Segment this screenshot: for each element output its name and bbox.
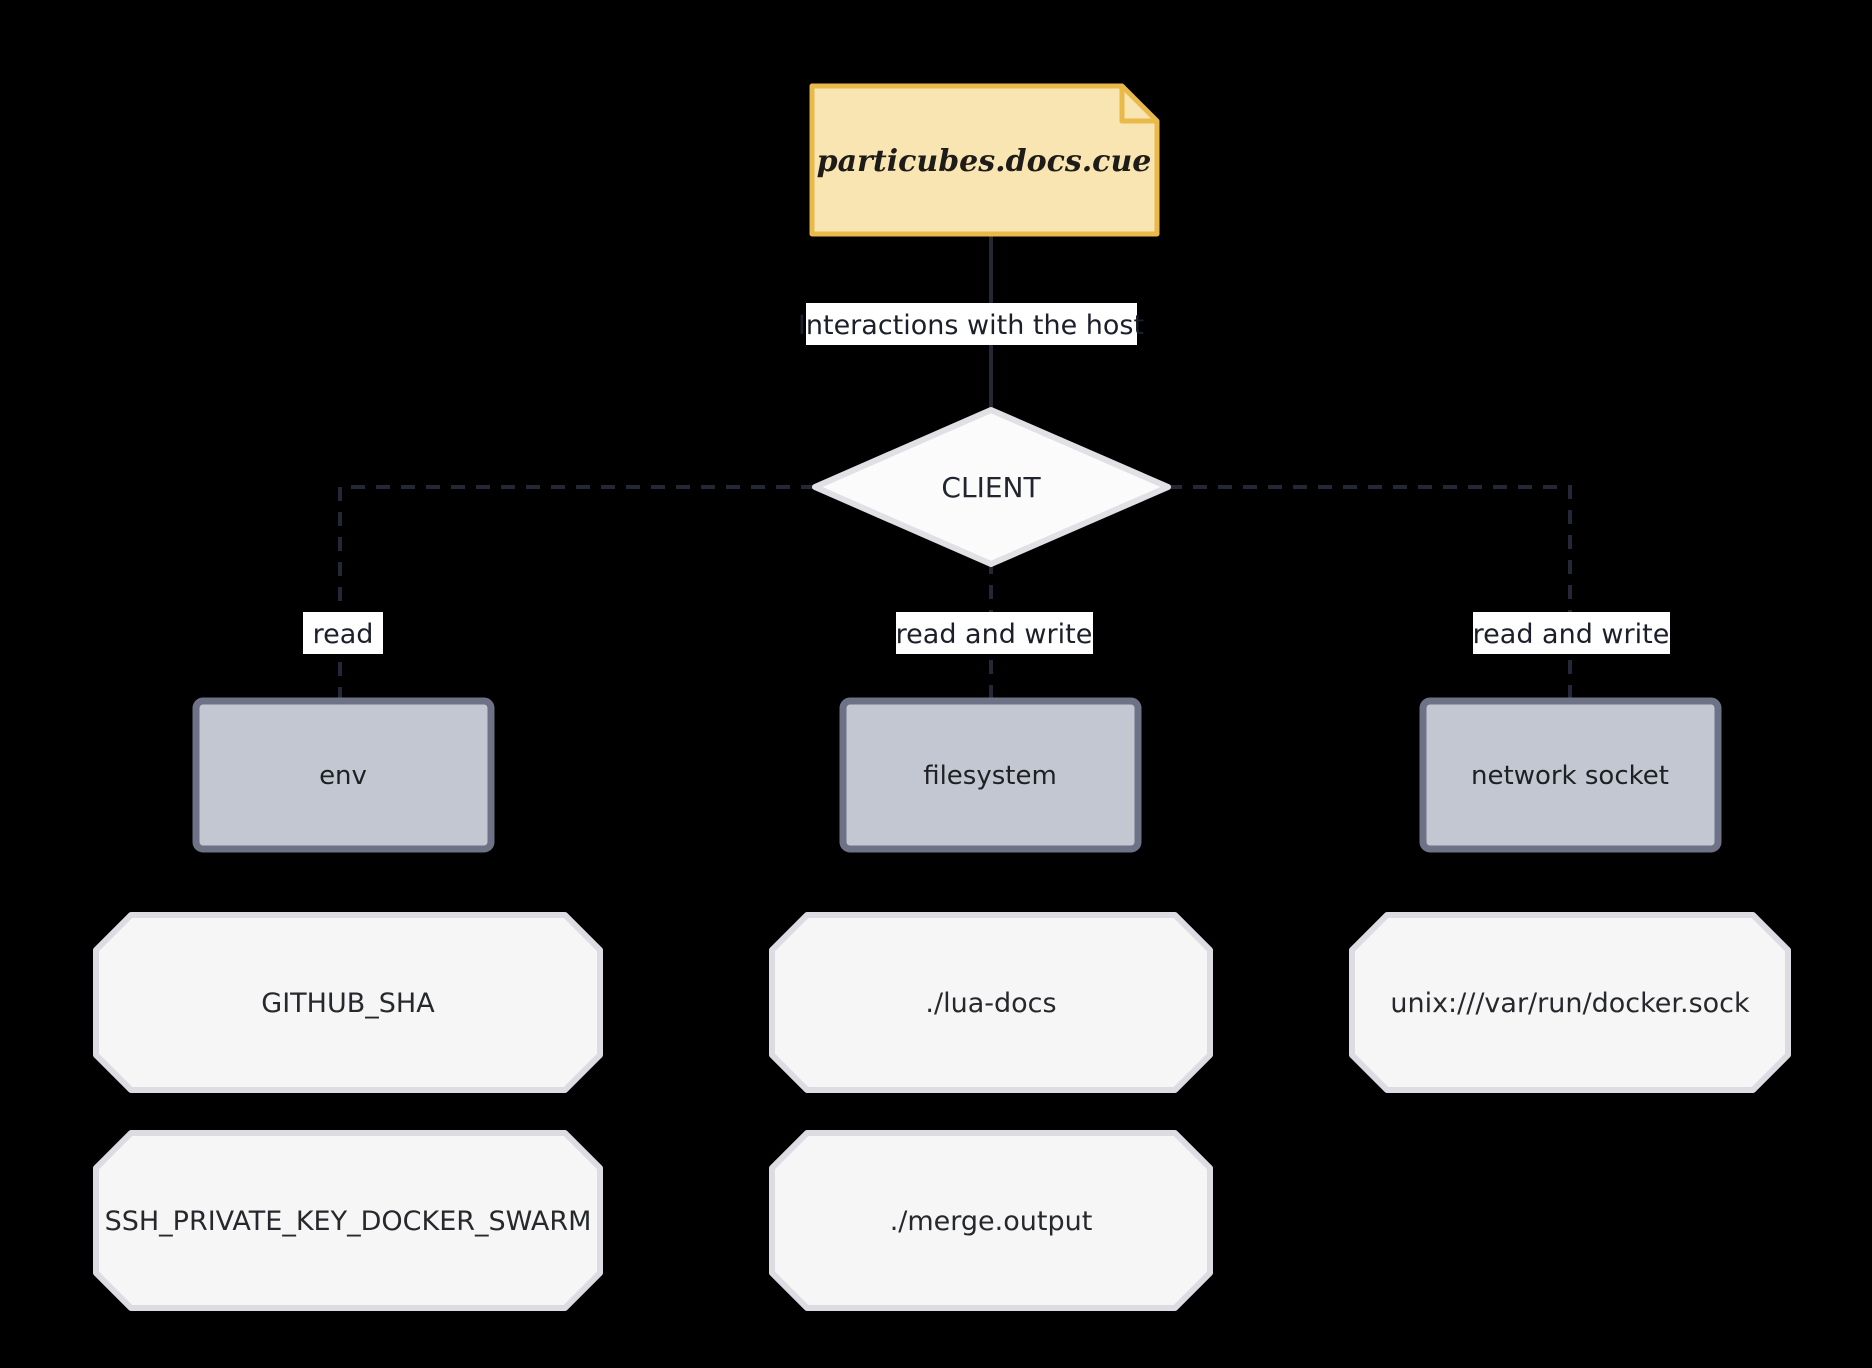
lua-docs-octagon-shape (769, 912, 1213, 1093)
env-label: env (319, 761, 367, 791)
merge-output-octagon-shape (769, 1130, 1213, 1311)
env-box-shape (192, 697, 495, 853)
node-resource-network-socket[interactable]: network socket (1419, 697, 1722, 853)
note-fold-icon (1119, 86, 1157, 124)
node-value-github-sha[interactable]: GITHUB_SHA (93, 912, 603, 1093)
network-socket-label: network socket (1471, 761, 1669, 791)
ssh-private-key-octagon-shape (93, 1130, 603, 1311)
edge-label-bg (806, 303, 1137, 345)
merge-output-label: ./merge.output (890, 1206, 1093, 1237)
edge-label-bg (896, 612, 1093, 654)
ssh-private-key-label: SSH_PRIVATE_KEY_DOCKER_SWARM (105, 1206, 592, 1237)
github-sha-octagon-shape (93, 912, 603, 1093)
edge-label-read-and-write-filesystem: read and write (896, 612, 1093, 654)
edge-label-text: read and write (1473, 619, 1670, 650)
node-value-merge-output[interactable]: ./merge.output (769, 1130, 1213, 1311)
node-resource-filesystem[interactable]: filesystem (839, 697, 1142, 853)
filesystem-label: filesystem (923, 761, 1057, 791)
note-particubes-docs-cue[interactable]: particubes.docs.cue (809, 83, 1160, 237)
network-socket-box-shape (1419, 697, 1722, 853)
note-shape (809, 83, 1160, 237)
client-label: CLIENT (941, 471, 1041, 504)
edge-label-text: read and write (896, 619, 1093, 650)
node-value-lua-docs[interactable]: ./lua-docs (769, 912, 1213, 1093)
edge-label-interactions-with-the-host: Interactions with the host (798, 303, 1144, 345)
edge-label-read-and-write-network: read and write (1473, 612, 1670, 654)
client-diamond-shape (812, 407, 1171, 567)
edge-client-to-network-socket (1168, 485, 1572, 700)
docker-sock-octagon-shape (1349, 912, 1791, 1093)
docker-sock-label: unix:///var/run/docker.sock (1390, 988, 1750, 1019)
edge-client-to-env (338, 485, 815, 700)
node-resource-env[interactable]: env (192, 697, 495, 853)
edge-label-bg (303, 612, 383, 654)
edge-label-bg (1473, 612, 1670, 654)
node-client[interactable]: CLIENT (812, 407, 1171, 567)
node-value-docker-sock[interactable]: unix:///var/run/docker.sock (1349, 912, 1791, 1093)
github-sha-label: GITHUB_SHA (261, 988, 435, 1019)
node-value-ssh-private-key[interactable]: SSH_PRIVATE_KEY_DOCKER_SWARM (93, 1130, 603, 1311)
lua-docs-label: ./lua-docs (925, 988, 1056, 1019)
filesystem-box-shape (839, 697, 1142, 853)
edge-label-text: Interactions with the host (798, 310, 1144, 341)
edge-label-text: read (313, 619, 374, 650)
note-label: particubes.docs.cue (817, 144, 1152, 179)
edge-label-read: read (303, 612, 383, 654)
